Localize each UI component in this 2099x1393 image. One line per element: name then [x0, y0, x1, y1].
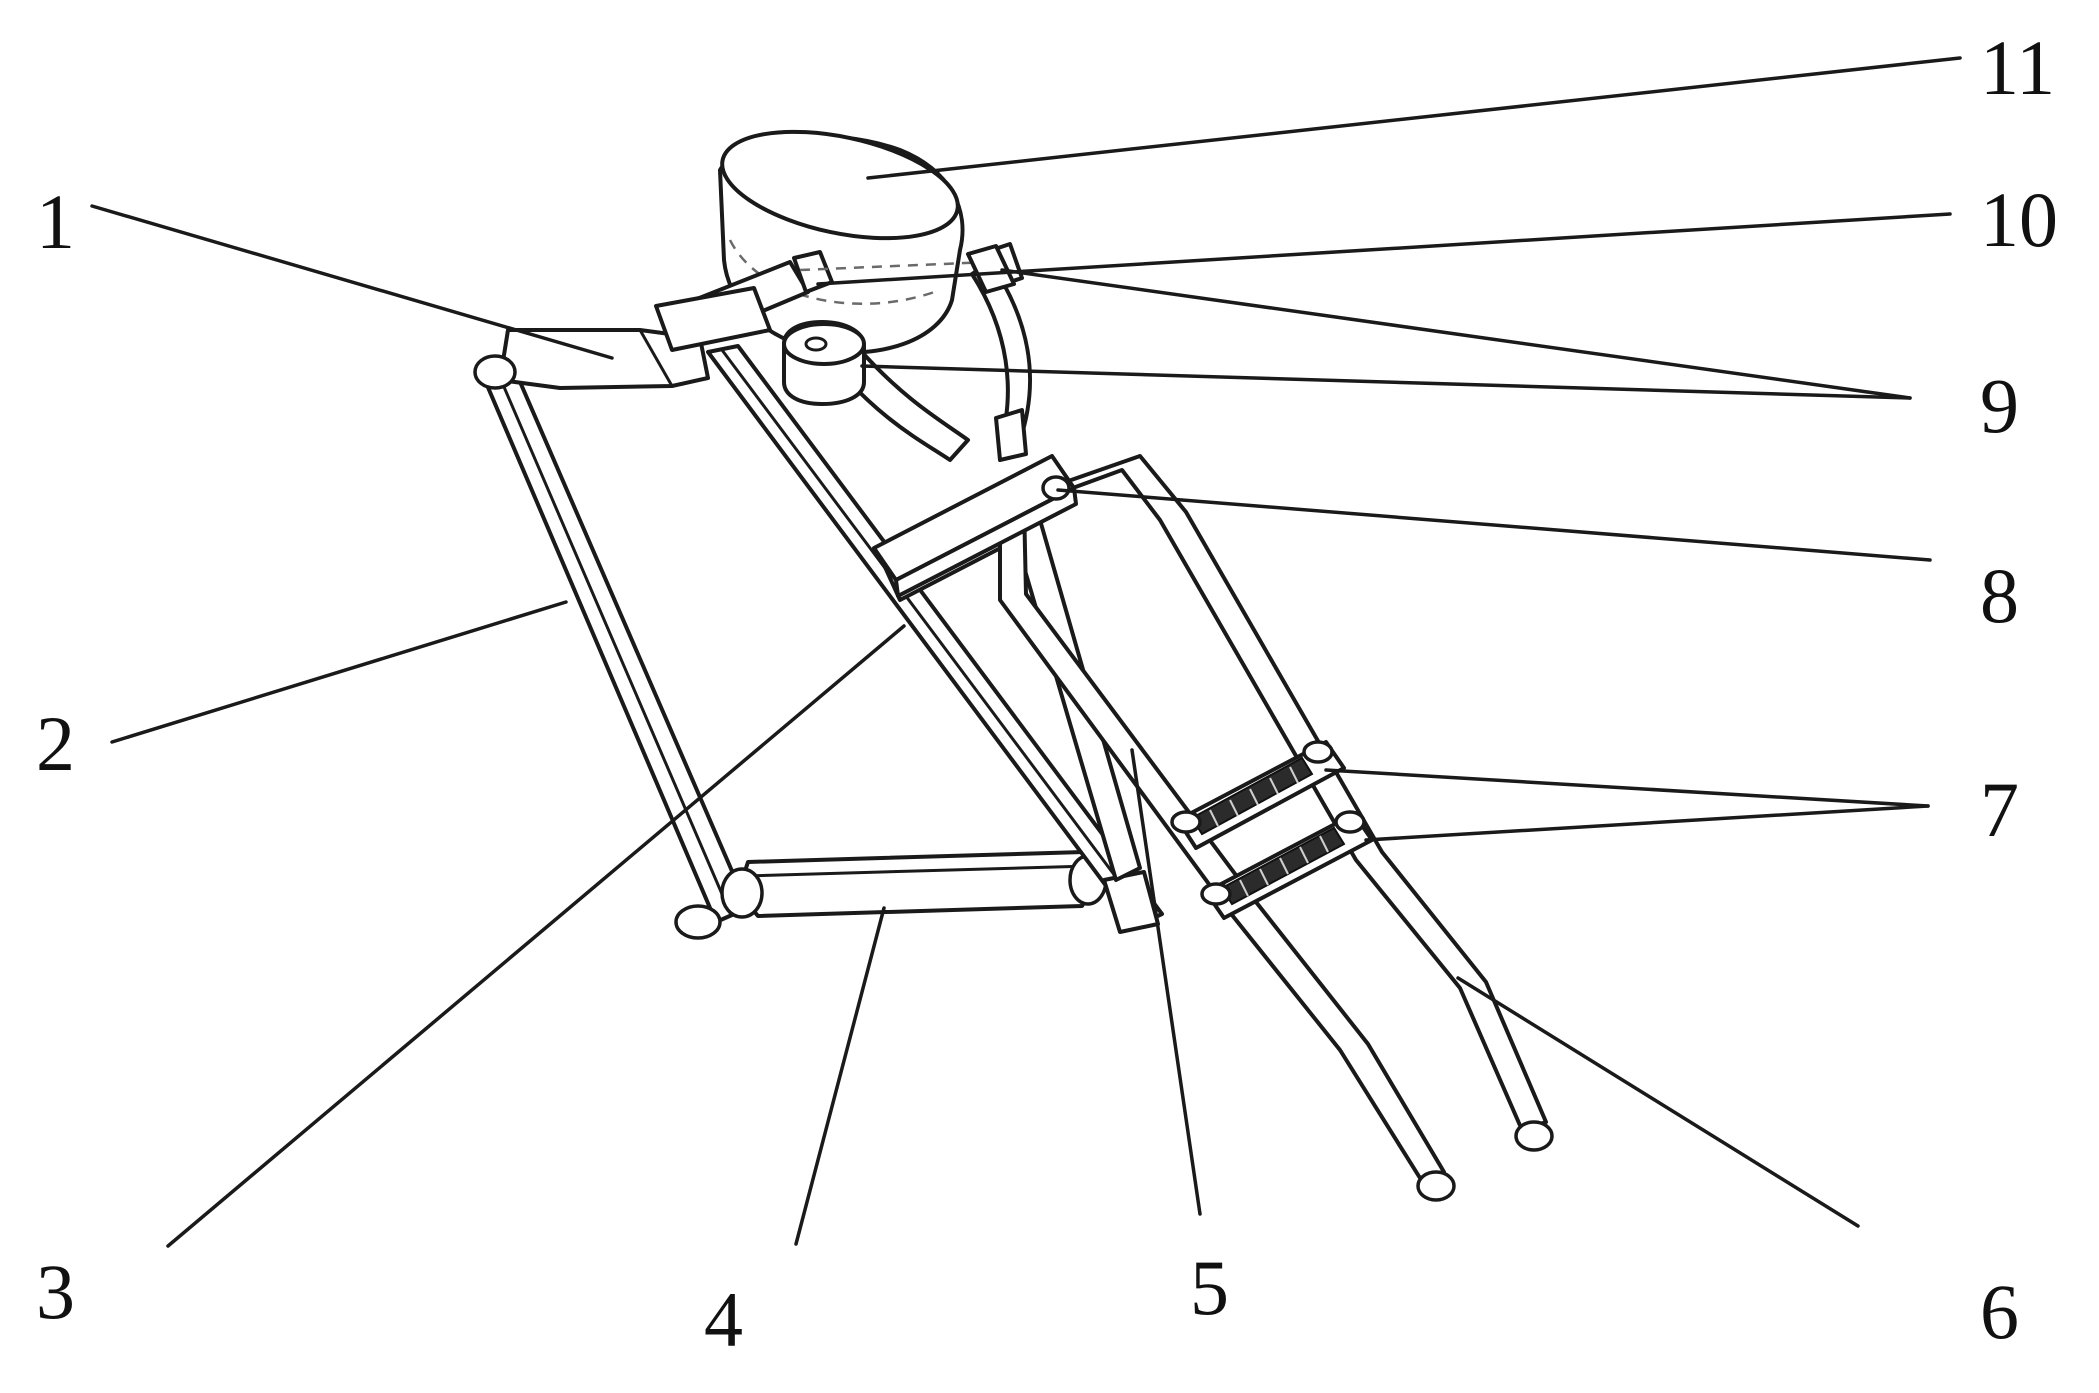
callout-4: 4	[704, 1276, 743, 1363]
callout-5: 5	[1190, 1244, 1229, 1331]
upper-pivot-pin	[473, 354, 517, 390]
leader-lines	[90, 56, 1962, 1248]
part-4-bottom-link	[674, 850, 1108, 940]
leader-11	[866, 56, 1962, 180]
leader-1	[90, 204, 614, 360]
callout-1: 1	[36, 178, 75, 265]
leader-2	[110, 600, 568, 744]
tine-tip-right	[1514, 1120, 1554, 1152]
leader-5	[1130, 748, 1202, 1216]
part-9-bearings	[782, 244, 1016, 406]
callout-3: 3	[36, 1248, 75, 1335]
callout-10: 10	[1980, 176, 2058, 263]
callout-8: 8	[1980, 552, 2019, 639]
leader-10	[816, 212, 1952, 286]
leader-7a	[1324, 768, 1930, 808]
leader-4	[794, 906, 886, 1246]
leader-9a	[1000, 268, 1912, 400]
part-2-left-link	[482, 366, 750, 924]
leader-7b	[1364, 804, 1930, 842]
callout-2: 2	[36, 700, 75, 787]
leader-3	[166, 624, 906, 1248]
callout-11: 11	[1980, 24, 2055, 111]
callout-9: 9	[1980, 362, 2019, 449]
part-6-tine-rods	[998, 454, 1554, 1202]
tine-tip-left	[1416, 1170, 1456, 1202]
callout-7: 7	[1980, 766, 2019, 853]
bracket-bolt	[1041, 475, 1071, 501]
leader-6	[1456, 976, 1860, 1228]
part-1-upper-arm	[473, 328, 710, 390]
part-10-shaft	[654, 242, 1024, 352]
part-7-springs	[1170, 740, 1374, 920]
part-8-cross-bracket	[872, 454, 1078, 598]
lower-pivot-pin	[674, 904, 722, 940]
leader-9b	[860, 364, 1912, 400]
callout-6: 6	[1980, 1268, 2019, 1355]
callout-labels: 1 2 3 4 5 6 7 8 9 10 11	[36, 24, 2058, 1363]
leader-8	[1056, 488, 1932, 562]
